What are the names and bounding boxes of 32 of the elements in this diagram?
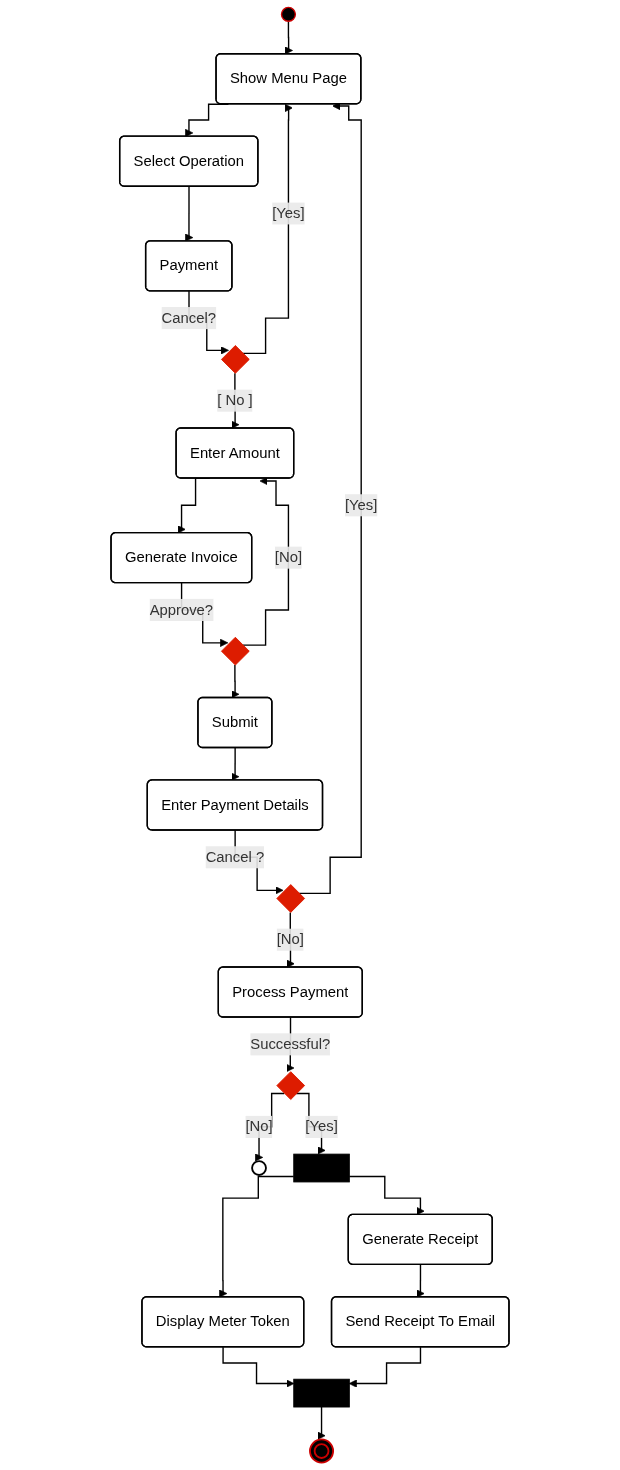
edge-label: [No]	[276, 931, 304, 948]
arrow	[284, 20, 293, 55]
edge-label: [Yes]	[305, 1118, 338, 1135]
edge-label: [ No ]	[217, 392, 253, 409]
edge-label: [Yes]	[344, 496, 378, 513]
arrow	[219, 1175, 295, 1298]
arrow	[348, 1175, 425, 1216]
node-bar	[293, 1153, 350, 1183]
edge-label: Cancel ?	[205, 848, 265, 865]
arrow	[222, 1346, 295, 1388]
edge-label: Approve?	[149, 601, 214, 618]
edge-label: [Yes]	[272, 205, 305, 221]
node-diamond	[221, 345, 250, 374]
node-circle	[309, 1438, 335, 1464]
arrow	[231, 747, 240, 781]
arrow	[317, 1406, 326, 1440]
edge-label: [No]	[245, 1118, 273, 1135]
arrow	[185, 185, 194, 242]
arrow	[416, 1264, 425, 1298]
node-diamond	[221, 636, 250, 666]
arrow	[242, 476, 290, 646]
node-diamond	[276, 884, 306, 913]
arrow	[348, 1346, 422, 1388]
node-diamond	[276, 1071, 306, 1100]
node-bar	[293, 1378, 350, 1408]
edge-label: [No]	[274, 549, 303, 566]
node-circle	[251, 1160, 267, 1176]
arrow	[242, 103, 293, 355]
arrow	[231, 664, 240, 699]
edge-label: Cancel?	[161, 309, 216, 326]
edge-label: Successful?	[250, 1036, 331, 1052]
node-circle	[280, 6, 297, 22]
